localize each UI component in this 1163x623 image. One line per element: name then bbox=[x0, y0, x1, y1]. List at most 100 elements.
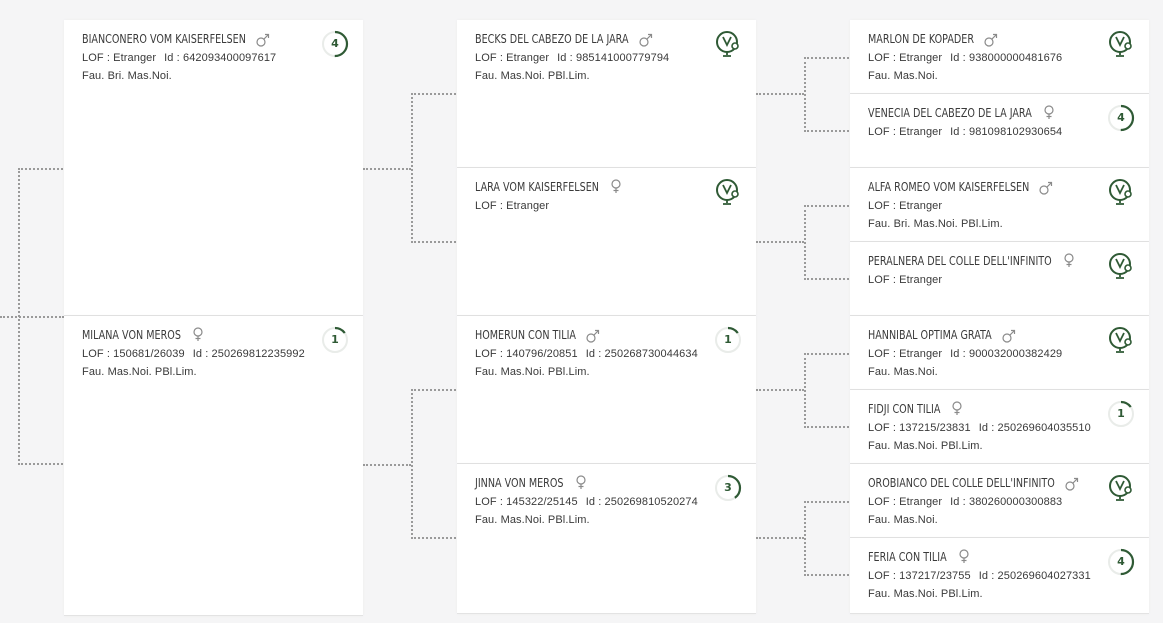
lof-number: LOF : Etranger bbox=[868, 348, 943, 360]
dog-card[interactable]: FERIA CON TILIA LOF : 137217/23755 Id : 2… bbox=[850, 538, 1149, 614]
connector-line bbox=[804, 57, 852, 132]
chip-id: Id : 250268730044634 bbox=[585, 348, 698, 360]
dog-name-row: ALFA ROMEO VOM KAISERFELSEN bbox=[868, 180, 1070, 194]
lof-number: LOF : Etranger bbox=[868, 496, 943, 508]
dog-name[interactable]: VENECIA DEL CABEZO DE LA JARA bbox=[868, 106, 1032, 120]
registry-line: LOF : Etranger Id : 380260000300883 bbox=[868, 496, 1062, 508]
dog-name-row: FIDJI CON TILIA bbox=[868, 402, 959, 416]
male-icon bbox=[1065, 477, 1079, 496]
dog-name[interactable]: JINNA VON MEROS bbox=[475, 476, 564, 490]
female-icon bbox=[957, 549, 971, 568]
dog-name[interactable]: HANNIBAL OPTIMA GRATA bbox=[868, 328, 992, 342]
chip-id: Id : 900032000382429 bbox=[950, 348, 1063, 360]
dog-name[interactable]: HOMERUN CON TILIA bbox=[475, 328, 576, 342]
dog-card[interactable]: JINNA VON MEROS LOF : 145322/25145 Id : 2… bbox=[457, 464, 756, 614]
chip-id: Id : 985141000779794 bbox=[557, 52, 670, 64]
stethoscope-icon bbox=[1107, 326, 1135, 354]
connector-line bbox=[411, 389, 459, 539]
coat-tags: Fau. Mas.Noi. PBl.Lim. bbox=[82, 366, 197, 378]
connector-line bbox=[756, 389, 804, 391]
coat-tags: Fau. Mas.Noi. PBl.Lim. bbox=[475, 70, 590, 82]
lof-number: LOF : Etranger bbox=[868, 200, 943, 212]
male-icon bbox=[586, 329, 600, 348]
score-value: 1 bbox=[724, 333, 732, 346]
dog-card[interactable]: MILANA VON MEROS LOF : 150681/26039 Id : … bbox=[64, 316, 363, 616]
lof-number: LOF : Etranger bbox=[475, 52, 550, 64]
dog-name[interactable]: OROBIANCO DEL COLLE DELL'INFINITO bbox=[868, 476, 1055, 490]
connector-line bbox=[363, 464, 411, 466]
chip-id: Id : 250269812235992 bbox=[192, 348, 305, 360]
connector-line bbox=[804, 501, 852, 576]
female-icon bbox=[609, 179, 623, 198]
registry-line: LOF : Etranger bbox=[475, 200, 549, 212]
male-icon bbox=[638, 33, 653, 52]
chip-id: Id : 250269604027331 bbox=[978, 570, 1091, 582]
dog-name[interactable]: FERIA CON TILIA bbox=[868, 550, 947, 564]
dog-name-row: MILANA VON MEROS bbox=[82, 328, 206, 342]
lof-number: LOF : Etranger bbox=[868, 52, 943, 64]
lof-number: LOF : 137217/23755 bbox=[868, 570, 971, 582]
female-icon bbox=[191, 327, 205, 346]
dog-name-row: LARA VOM KAISERFELSEN bbox=[475, 180, 630, 194]
coat-tags: Fau. Bri. Mas.Noi. PBl.Lim. bbox=[868, 218, 1003, 230]
dog-name[interactable]: FIDJI CON TILIA bbox=[868, 402, 941, 416]
lof-number: LOF : Etranger bbox=[868, 274, 943, 286]
dog-name-row: FERIA CON TILIA bbox=[868, 550, 966, 564]
dog-card[interactable]: BIANCONERO VOM KAISERFELSEN LOF : Etrang… bbox=[64, 20, 363, 316]
dog-name[interactable]: LARA VOM KAISERFELSEN bbox=[475, 180, 599, 194]
registry-line: LOF : Etranger bbox=[868, 274, 942, 286]
lof-number: LOF : 145322/25145 bbox=[475, 496, 578, 508]
score-badge: 4 bbox=[1107, 548, 1135, 576]
dog-name[interactable]: MILANA VON MEROS bbox=[82, 328, 181, 342]
dog-name[interactable]: ALFA ROMEO VOM KAISERFELSEN bbox=[868, 180, 1030, 194]
registry-line: LOF : Etranger Id : 900032000382429 bbox=[868, 348, 1062, 360]
score-value: 1 bbox=[1117, 407, 1125, 420]
stethoscope-icon bbox=[1107, 178, 1135, 206]
coat-tags: Fau. Mas.Noi. bbox=[868, 514, 938, 526]
dog-card[interactable]: BECKS DEL CABEZO DE LA JARA LOF : Etrang… bbox=[457, 20, 756, 168]
stethoscope-icon bbox=[1107, 252, 1135, 280]
dog-name-row: MARLON DE KOPADER bbox=[868, 32, 1001, 46]
dog-card[interactable]: PERALNERA DEL COLLE DELL'INFINITO LOF : … bbox=[850, 242, 1149, 316]
stethoscope-icon bbox=[714, 30, 742, 58]
dog-card[interactable]: ALFA ROMEO VOM KAISERFELSEN LOF : Etrang… bbox=[850, 168, 1149, 242]
chip-id: Id : 250269810520274 bbox=[585, 496, 698, 508]
male-icon bbox=[1039, 181, 1053, 200]
score-badge: 1 bbox=[1107, 400, 1135, 428]
dog-name[interactable]: BIANCONERO VOM KAISERFELSEN bbox=[82, 32, 246, 46]
registry-line: LOF : 137217/23755 Id : 250269604027331 bbox=[868, 570, 1091, 582]
coat-tags: Fau. Mas.Noi. PBl.Lim. bbox=[475, 366, 590, 378]
coat-tags: Fau. Mas.Noi. PBl.Lim. bbox=[868, 588, 983, 600]
dog-card[interactable]: OROBIANCO DEL COLLE DELL'INFINITO LOF : … bbox=[850, 464, 1149, 538]
dog-card[interactable]: VENECIA DEL CABEZO DE LA JARA LOF : Etra… bbox=[850, 94, 1149, 168]
score-badge: 4 bbox=[321, 30, 349, 58]
coat-tags: Fau. Mas.Noi. PBl.Lim. bbox=[475, 514, 590, 526]
lof-number: LOF : 150681/26039 bbox=[82, 348, 185, 360]
lof-number: LOF : Etranger bbox=[868, 126, 943, 138]
connector-line bbox=[804, 353, 852, 428]
dog-name[interactable]: PERALNERA DEL COLLE DELL'INFINITO bbox=[868, 254, 1052, 268]
score-badge: 1 bbox=[321, 326, 349, 354]
female-icon bbox=[1042, 105, 1056, 124]
dog-name-row: JINNA VON MEROS bbox=[475, 476, 586, 490]
dog-card[interactable]: LARA VOM KAISERFELSEN LOF : Etranger bbox=[457, 168, 756, 316]
dog-name-row: BIANCONERO VOM KAISERFELSEN bbox=[82, 32, 287, 46]
connector-line bbox=[756, 93, 804, 95]
coat-tags: Fau. Mas.Noi. bbox=[868, 70, 938, 82]
coat-tags: Fau. Bri. Mas.Noi. bbox=[82, 70, 172, 82]
score-value: 1 bbox=[331, 333, 339, 346]
connector-line bbox=[411, 93, 459, 243]
dog-name[interactable]: MARLON DE KOPADER bbox=[868, 32, 975, 46]
score-value: 4 bbox=[1117, 111, 1125, 124]
chip-id: Id : 380260000300883 bbox=[950, 496, 1063, 508]
dog-card[interactable]: HANNIBAL OPTIMA GRATA LOF : Etranger Id :… bbox=[850, 316, 1149, 390]
dog-name[interactable]: BECKS DEL CABEZO DE LA JARA bbox=[475, 32, 629, 46]
male-icon bbox=[1002, 329, 1016, 348]
connector-line bbox=[18, 168, 66, 465]
